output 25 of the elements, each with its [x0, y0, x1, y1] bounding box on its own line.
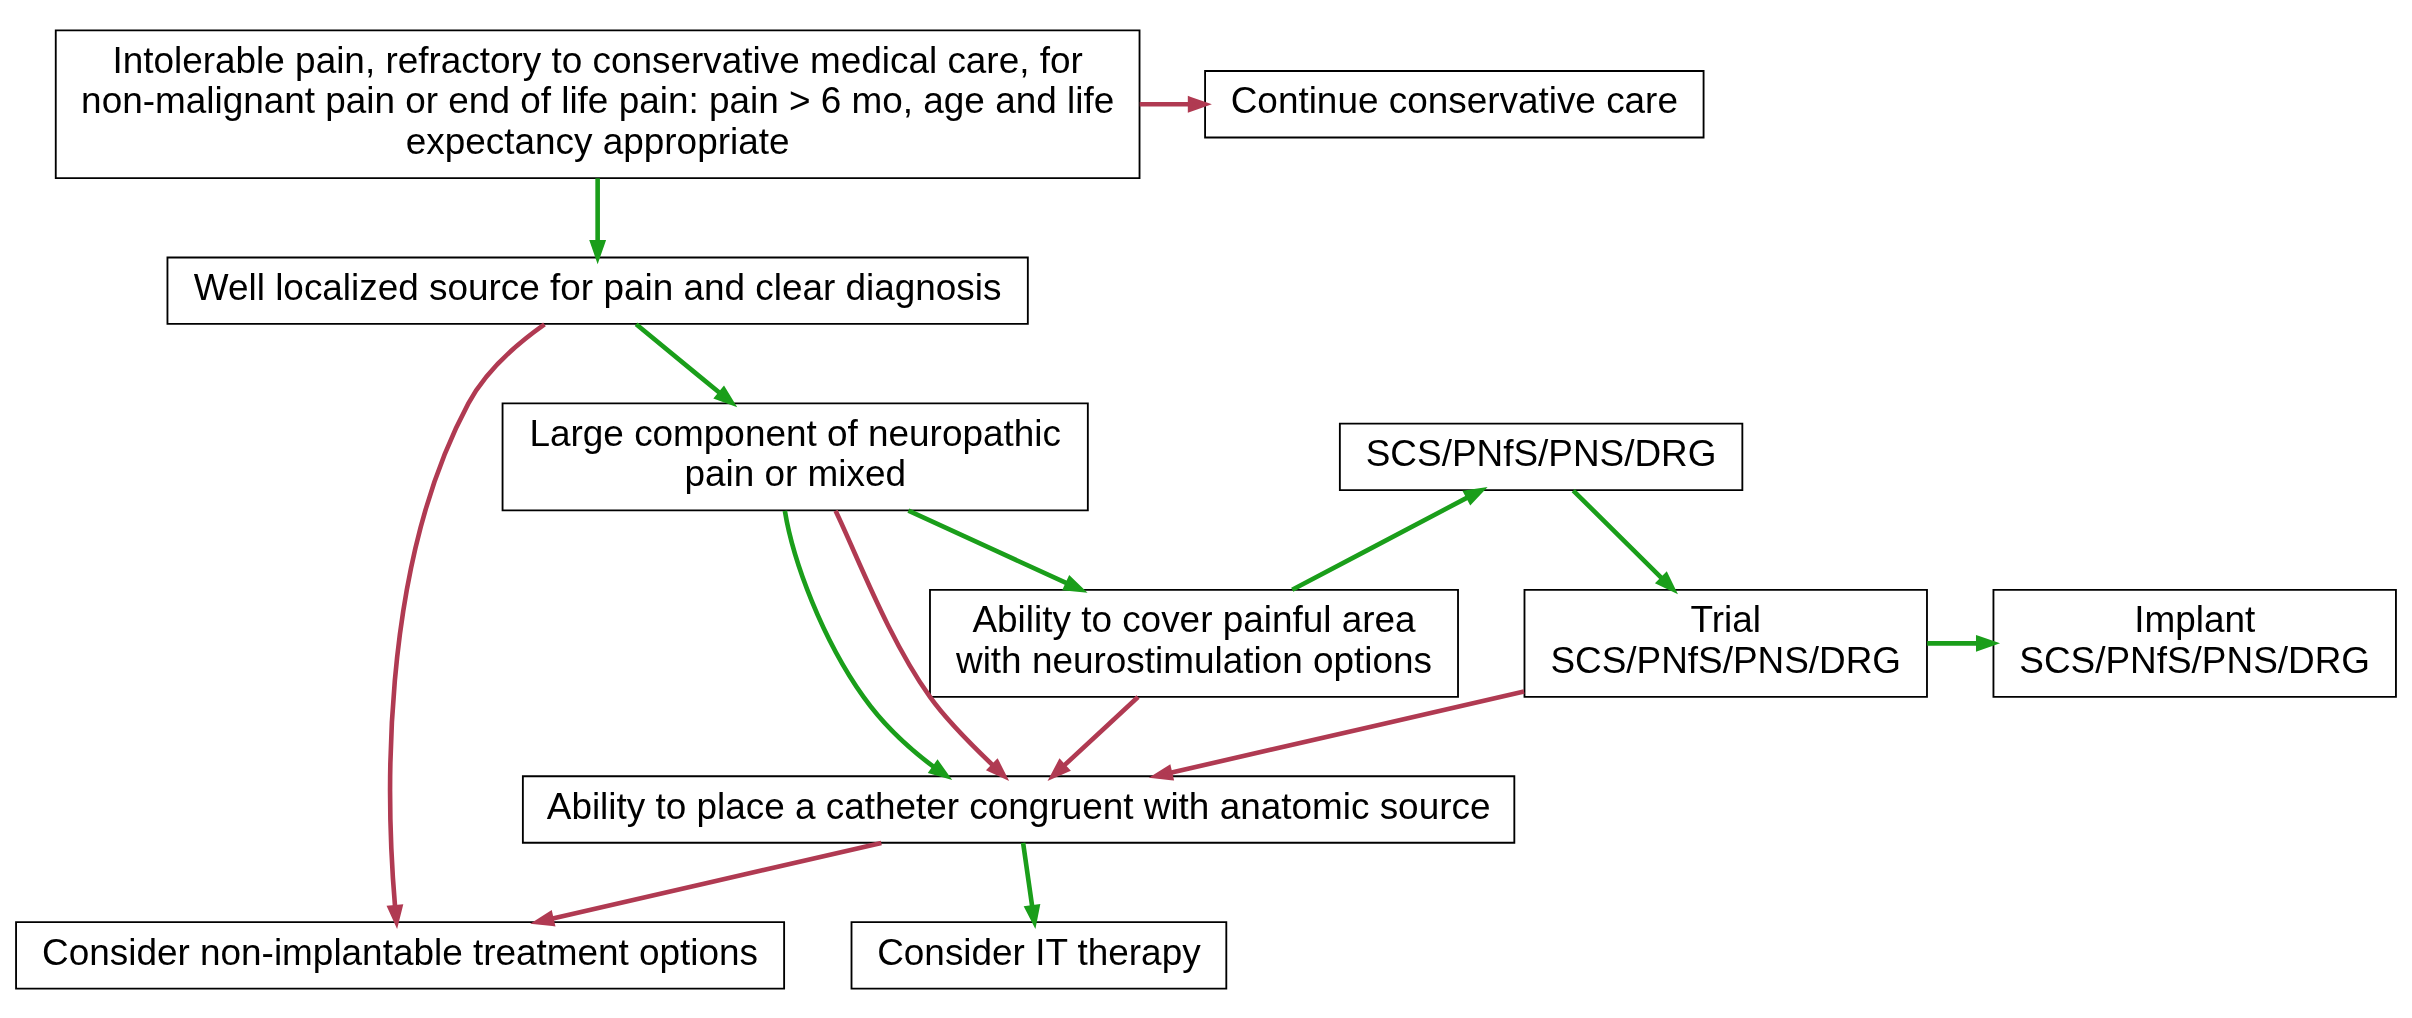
arrow: [530, 840, 882, 926]
arrow: [1047, 694, 1140, 781]
arrow: [833, 509, 1010, 781]
node-box: Ability to cover painful area with neurostimulation options: [929, 588, 1459, 698]
node-box: Large component of neuropathic pain or mixed: [501, 401, 1089, 511]
arrow: [386, 321, 546, 929]
node-box: Implant SCS/PNfS/PNS/DRG: [1992, 588, 2397, 698]
node-box: Consider non-implantable treatment options: [15, 920, 786, 990]
arrow: [1139, 95, 1212, 113]
node-box: Ability to place a catheter congruent with anatomic source: [521, 774, 1516, 844]
node-box: SCS/PNfS/PNS/DRG: [1338, 422, 1744, 491]
node-box: Intolerable pain, refractory to conservative medical care, for non-malignant pain or end of life pain: pain > 6 mo, age and life expectancy appropriate: [54, 28, 1141, 179]
arrow: [1148, 688, 1525, 781]
arrow: [1927, 634, 2001, 652]
arrow: [1020, 842, 1041, 929]
node-box: Consider IT therapy: [850, 920, 1228, 990]
node-box: Well localized source for pain and clear diagnosis: [166, 256, 1029, 325]
arrow: [782, 509, 953, 780]
node-box: Trial SCS/PNfS/PNS/DRG: [1523, 588, 1928, 698]
arrow: [589, 177, 607, 264]
node-box: Continue conservative care: [1204, 69, 1705, 138]
arrow: [634, 322, 738, 407]
arrow: [1291, 486, 1488, 592]
arrow: [907, 508, 1088, 593]
arrow: [1571, 488, 1678, 594]
